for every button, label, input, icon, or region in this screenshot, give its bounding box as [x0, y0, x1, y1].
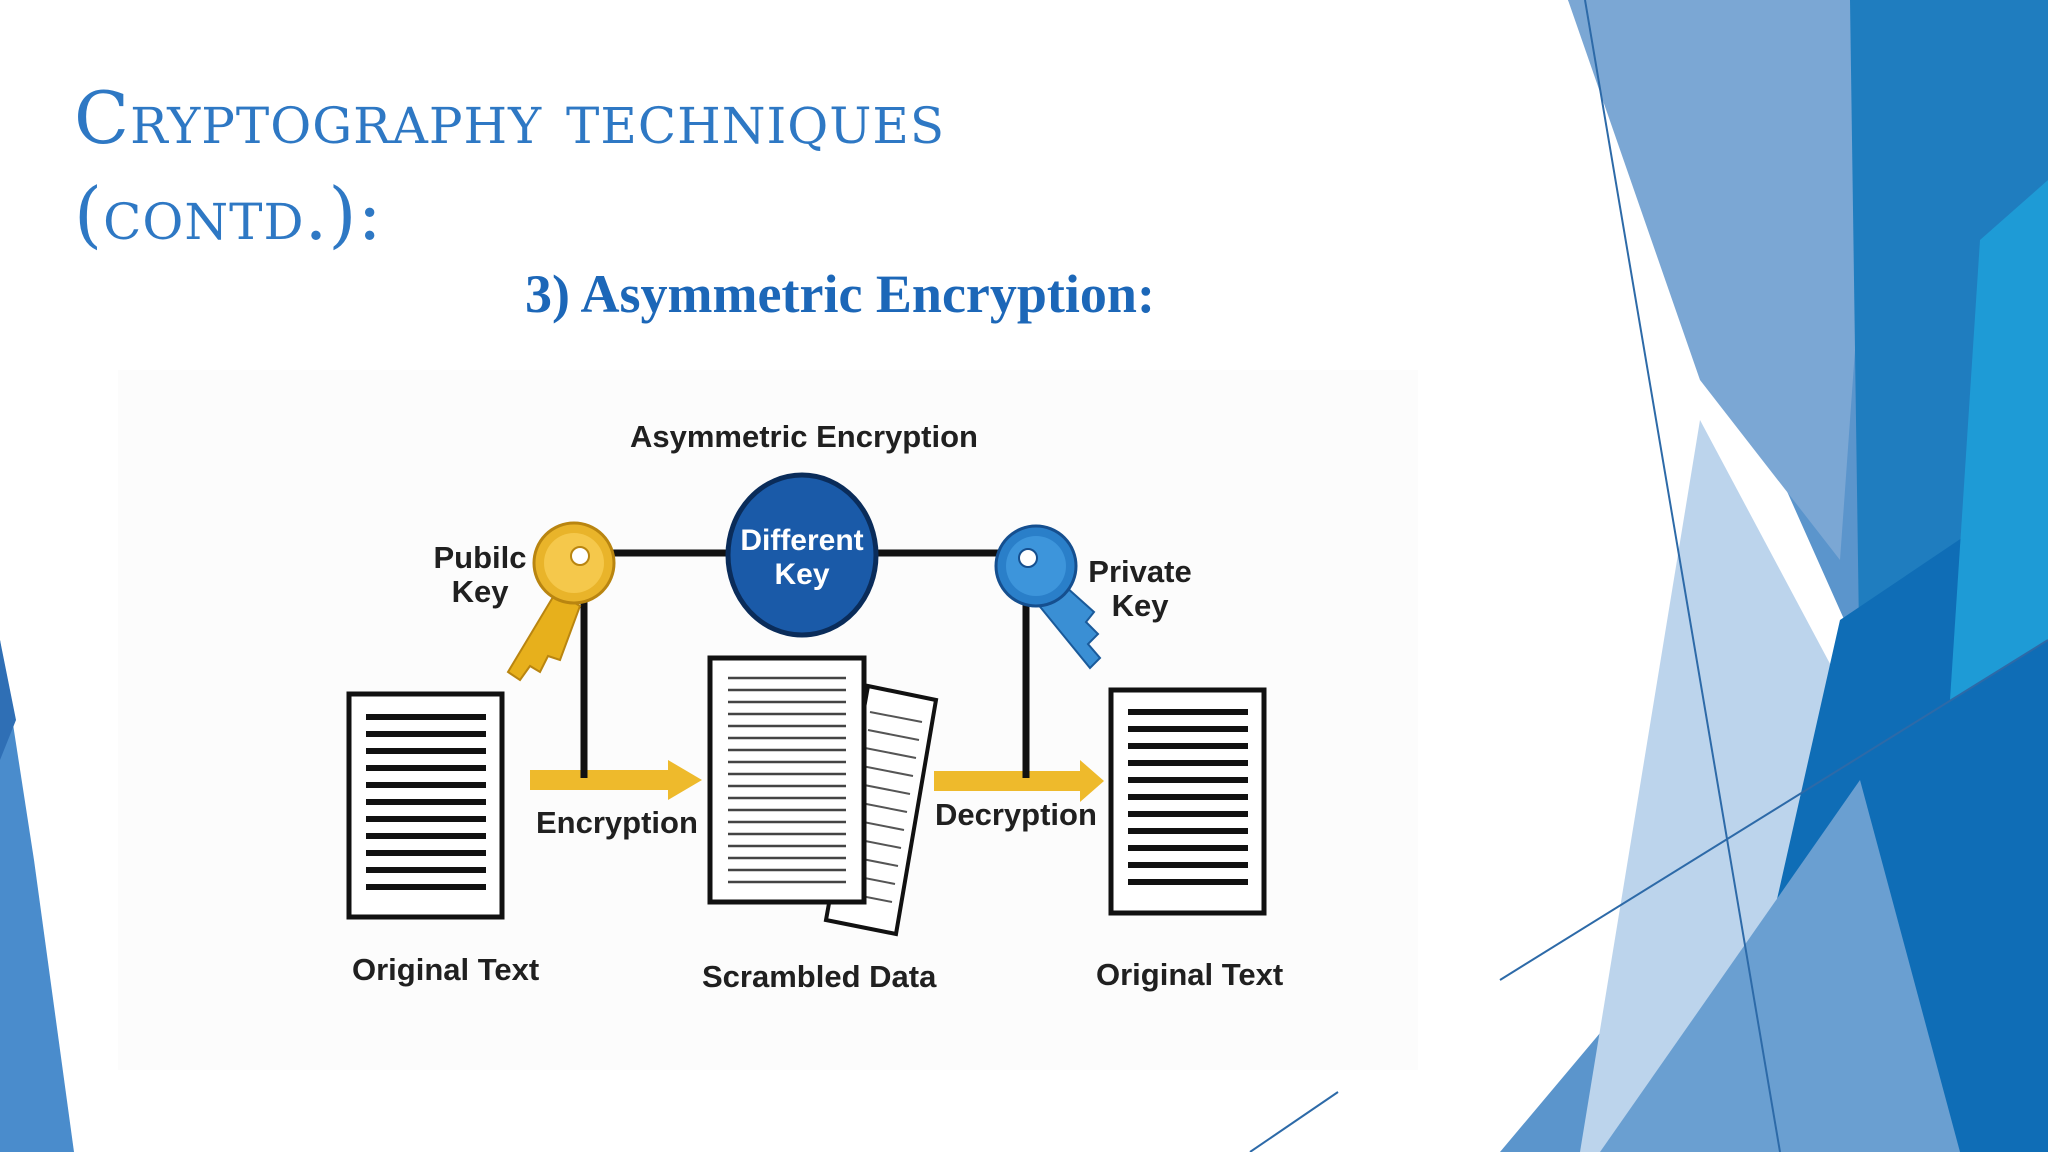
encryption-label: Encryption: [536, 805, 698, 840]
right-panel-shape: [1950, 180, 2048, 700]
public-key-icon: [506, 521, 616, 682]
left-edge-shape: [0, 640, 74, 1152]
different-key-circle: [725, 472, 879, 638]
right-document-icon: [1108, 687, 1267, 916]
decryption-arrow-icon: [934, 760, 1104, 802]
slide-title: Cryptography techniques (contd.):: [74, 76, 946, 256]
right-panel-shape: [1600, 780, 1960, 1152]
diagram-heading: Asymmetric Encryption: [630, 419, 978, 454]
public-key-label: Pubilc Key: [424, 541, 536, 609]
private-key-line2: Key: [1111, 588, 1169, 623]
private-key-line1: Private: [1088, 554, 1192, 589]
different-key-label: Different Key: [728, 524, 876, 592]
right-original-text-label: Original Text: [1096, 957, 1284, 992]
private-key-icon: [994, 524, 1102, 670]
encryption-arrow-icon: [530, 760, 702, 800]
different-key-line2: Key: [774, 558, 830, 591]
public-key-line2: Key: [451, 574, 509, 609]
left-document-icon: [346, 691, 505, 920]
private-key-label: Private Key: [1082, 555, 1198, 623]
decryption-label: Decryption: [935, 797, 1097, 832]
scrambled-document-icon: [707, 655, 939, 937]
bottom-accent-line: [1249, 1091, 1339, 1152]
right-panel-line: [1499, 639, 2048, 981]
left-original-text-label: Original Text: [352, 952, 540, 987]
slide-subtitle: 3) Asymmetric Encryption:: [525, 264, 1155, 324]
right-panel-line: [1584, 0, 1781, 1152]
scrambled-data-label: Scrambled Data: [702, 959, 937, 994]
right-panel-shape: [1568, 0, 1880, 560]
left-edge-shape: [0, 640, 16, 760]
public-key-line1: Pubilc: [433, 540, 527, 575]
different-key-line1: Different: [740, 524, 864, 557]
